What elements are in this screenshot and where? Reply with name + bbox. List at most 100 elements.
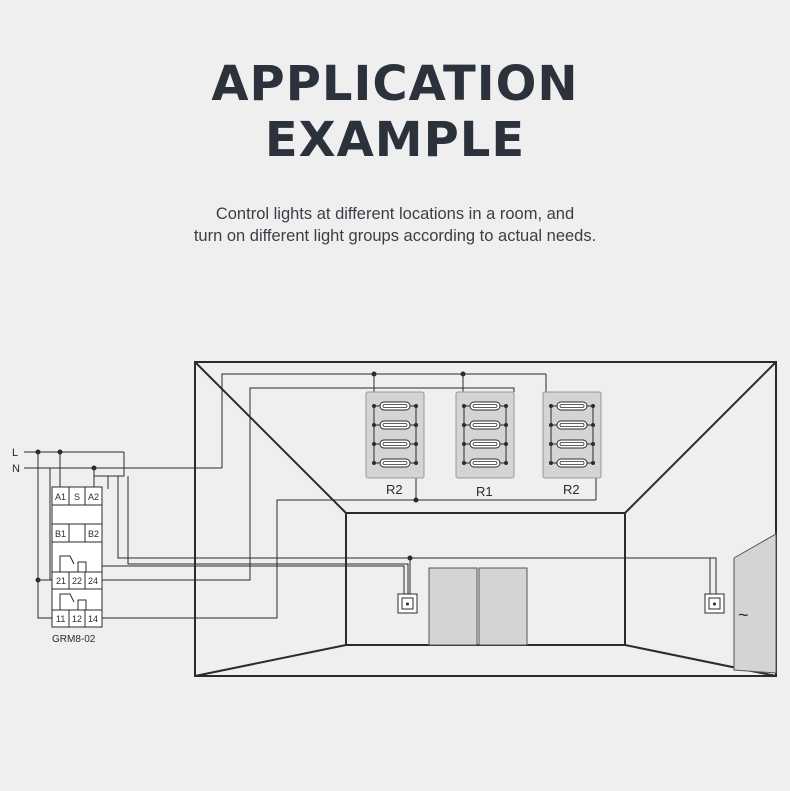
- door-right: [478, 567, 528, 646]
- title-line-1: APPLICATION: [211, 56, 579, 112]
- light-group-label-middle: R1: [476, 484, 493, 499]
- tube-junction-dot: [372, 442, 376, 446]
- tube-junction-dot: [591, 442, 595, 446]
- terminal-block: [51, 609, 103, 628]
- tube-junction-dot: [372, 404, 376, 408]
- terminal-14: 14: [88, 614, 98, 624]
- tube-light: [556, 401, 588, 411]
- tube-junction-dot: [591, 423, 595, 427]
- wire: [100, 477, 417, 619]
- tube-light: [469, 458, 501, 468]
- side-door: ~: [733, 533, 777, 674]
- tube-junction-dot: [549, 423, 553, 427]
- terminal-s: S: [74, 492, 80, 502]
- wire: [127, 476, 409, 596]
- push-button-dot: [406, 602, 409, 606]
- tube-light-inner: [382, 442, 408, 446]
- title-line-2: EXAMPLE: [264, 112, 526, 168]
- double-door: [428, 567, 528, 646]
- wire: [100, 387, 515, 581]
- contact-symbol: [59, 593, 75, 610]
- tube-light-inner: [559, 461, 585, 465]
- tube-junction-dot: [549, 404, 553, 408]
- side-door-symbol: ~: [738, 605, 749, 625]
- tube-junction-dot: [504, 404, 508, 408]
- tube-junction-dot: [414, 461, 418, 465]
- terminal-a1: A1: [55, 492, 66, 502]
- tube-light: [469, 420, 501, 430]
- tube-junction-dot: [549, 461, 553, 465]
- terminal-a2: A2: [88, 492, 99, 502]
- tube-light: [556, 420, 588, 430]
- light-panels: [365, 391, 602, 479]
- tube-light: [379, 420, 411, 430]
- light-panel-frame: [542, 391, 602, 479]
- tube-junction-dot: [591, 461, 595, 465]
- tube-junction-dot: [504, 442, 508, 446]
- wire: [100, 565, 405, 596]
- tube-light-inner: [382, 423, 408, 427]
- terminal-11: 11: [56, 614, 65, 624]
- door-left: [428, 567, 478, 646]
- light-group-label-right: R2: [563, 482, 580, 497]
- junction-dot: [57, 449, 63, 455]
- tube-light-inner: [472, 423, 498, 427]
- terminal-block: [51, 571, 103, 590]
- supply-neutral-label: N: [12, 463, 20, 475]
- subtitle-line-1: Control lights at different locations in…: [215, 205, 575, 223]
- tube-light-inner: [559, 423, 585, 427]
- push-button-key: [401, 597, 414, 610]
- tube-junction-dot: [462, 461, 466, 465]
- tube-light-inner: [382, 461, 408, 465]
- terminal-12: 12: [72, 614, 82, 624]
- terminal-24: 24: [88, 576, 98, 586]
- tube-junction-dot: [372, 461, 376, 465]
- contact-symbol: [77, 561, 87, 572]
- wire: [37, 580, 55, 619]
- wire-neutral-N: [221, 373, 374, 468]
- tube-junction-dot: [504, 461, 508, 465]
- push-button-right[interactable]: [704, 593, 725, 614]
- supply-line-label: L: [12, 447, 18, 459]
- room-outer-wall: [194, 361, 777, 677]
- terminal-21: 21: [56, 576, 66, 586]
- junction-dot: [35, 577, 41, 583]
- terminal-22: 22: [72, 576, 82, 586]
- subtitle-line-2: turn on different light groups according…: [193, 227, 597, 245]
- junction-dot: [407, 555, 413, 561]
- wire-line-L: [94, 452, 125, 477]
- light-panel-middle: [455, 391, 515, 479]
- light-panel-left: [365, 391, 425, 479]
- tube-junction-dot: [504, 423, 508, 427]
- push-button-key: [708, 597, 721, 610]
- tube-junction-dot: [549, 442, 553, 446]
- tube-light: [379, 458, 411, 468]
- push-button-center[interactable]: [397, 593, 418, 614]
- tube-junction-dot: [414, 442, 418, 446]
- relay-device: [51, 486, 103, 628]
- junction-dot: [91, 465, 97, 471]
- light-group-label-left: R2: [386, 482, 403, 497]
- junction-dot: [371, 371, 377, 377]
- tube-light: [379, 439, 411, 449]
- room-edge: [624, 361, 777, 514]
- room-edge: [194, 644, 347, 677]
- tube-light: [379, 401, 411, 411]
- tube-light-inner: [382, 404, 408, 408]
- tube-light: [469, 439, 501, 449]
- room-edge: [194, 361, 347, 514]
- tube-light-inner: [559, 442, 585, 446]
- junction-dot: [460, 371, 466, 377]
- terminal-block: [51, 523, 103, 543]
- tube-light: [556, 458, 588, 468]
- terminal-block: [51, 486, 103, 506]
- tube-light-inner: [472, 404, 498, 408]
- wire: [117, 476, 717, 596]
- light-panel-frame: [365, 391, 425, 479]
- terminal-b2: B2: [88, 529, 99, 539]
- side-door-panel: [733, 533, 777, 674]
- light-panel-right: [542, 391, 602, 479]
- contact-symbol: [77, 599, 87, 610]
- tube-junction-dot: [462, 404, 466, 408]
